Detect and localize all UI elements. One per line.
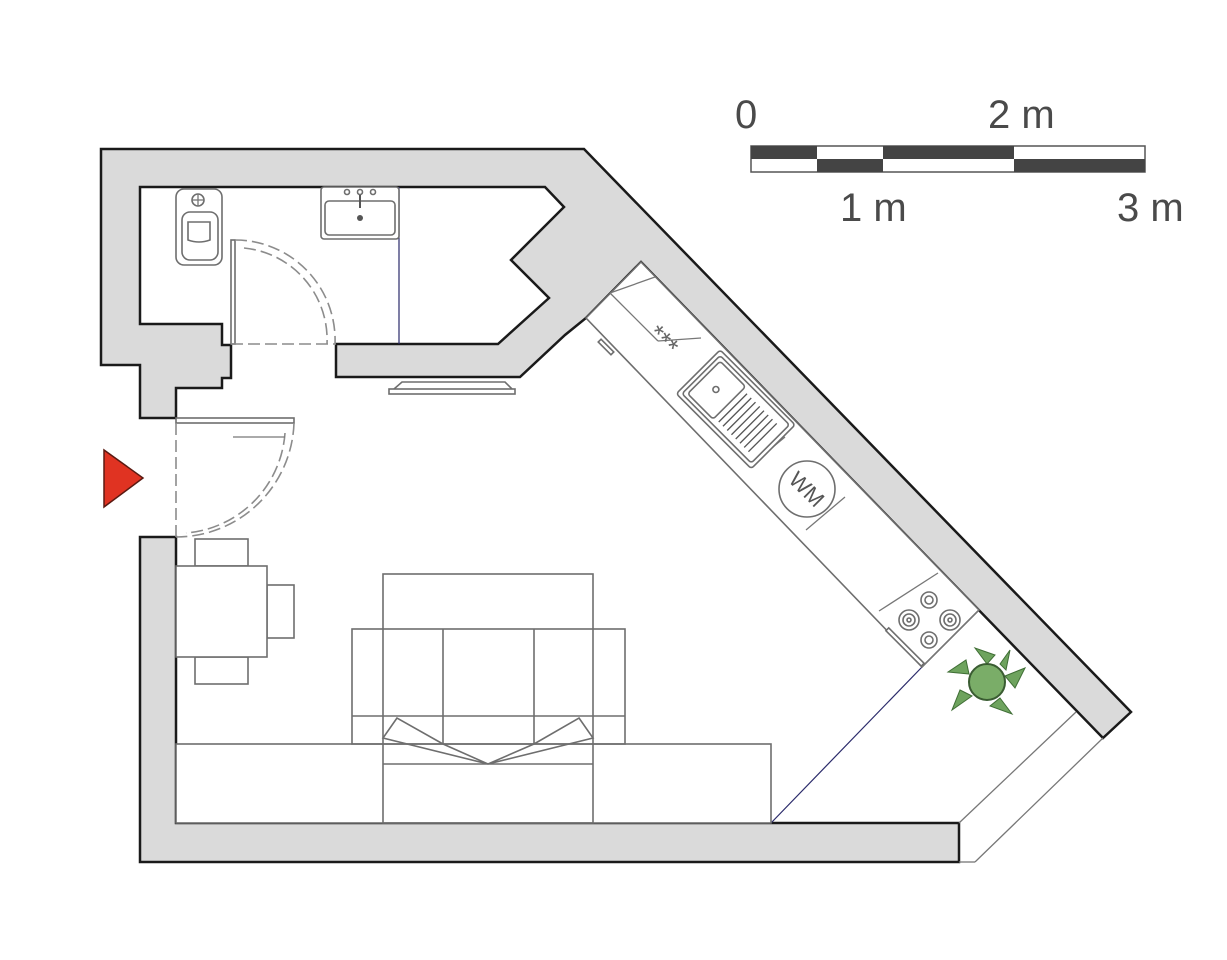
plant-icon [946,646,1027,716]
scale-label-2m: 2 m [988,93,1055,137]
scale-label-1m: 1 m [840,186,907,230]
sofa-bed [175,573,772,824]
scale-label-0: 0 [735,93,758,137]
kitchen-sink-icon [676,350,795,469]
scale-label-3m: 3 m [1117,186,1184,230]
bathroom-door-swing [230,239,336,345]
balcony-railing [958,711,1104,863]
toilet-icon [175,188,223,266]
entrance-arrow-icon [103,448,145,509]
kitchen-boundary [770,666,923,824]
kitchen-counter [584,260,981,669]
scale-bar [750,145,1146,173]
radiator-icon [388,381,516,395]
dining-table [175,538,295,685]
cooktop-icon [884,591,961,668]
washbasin-icon [320,186,400,240]
washing-machine-icon: WM [778,460,836,518]
entrance-door-swing [175,417,295,538]
